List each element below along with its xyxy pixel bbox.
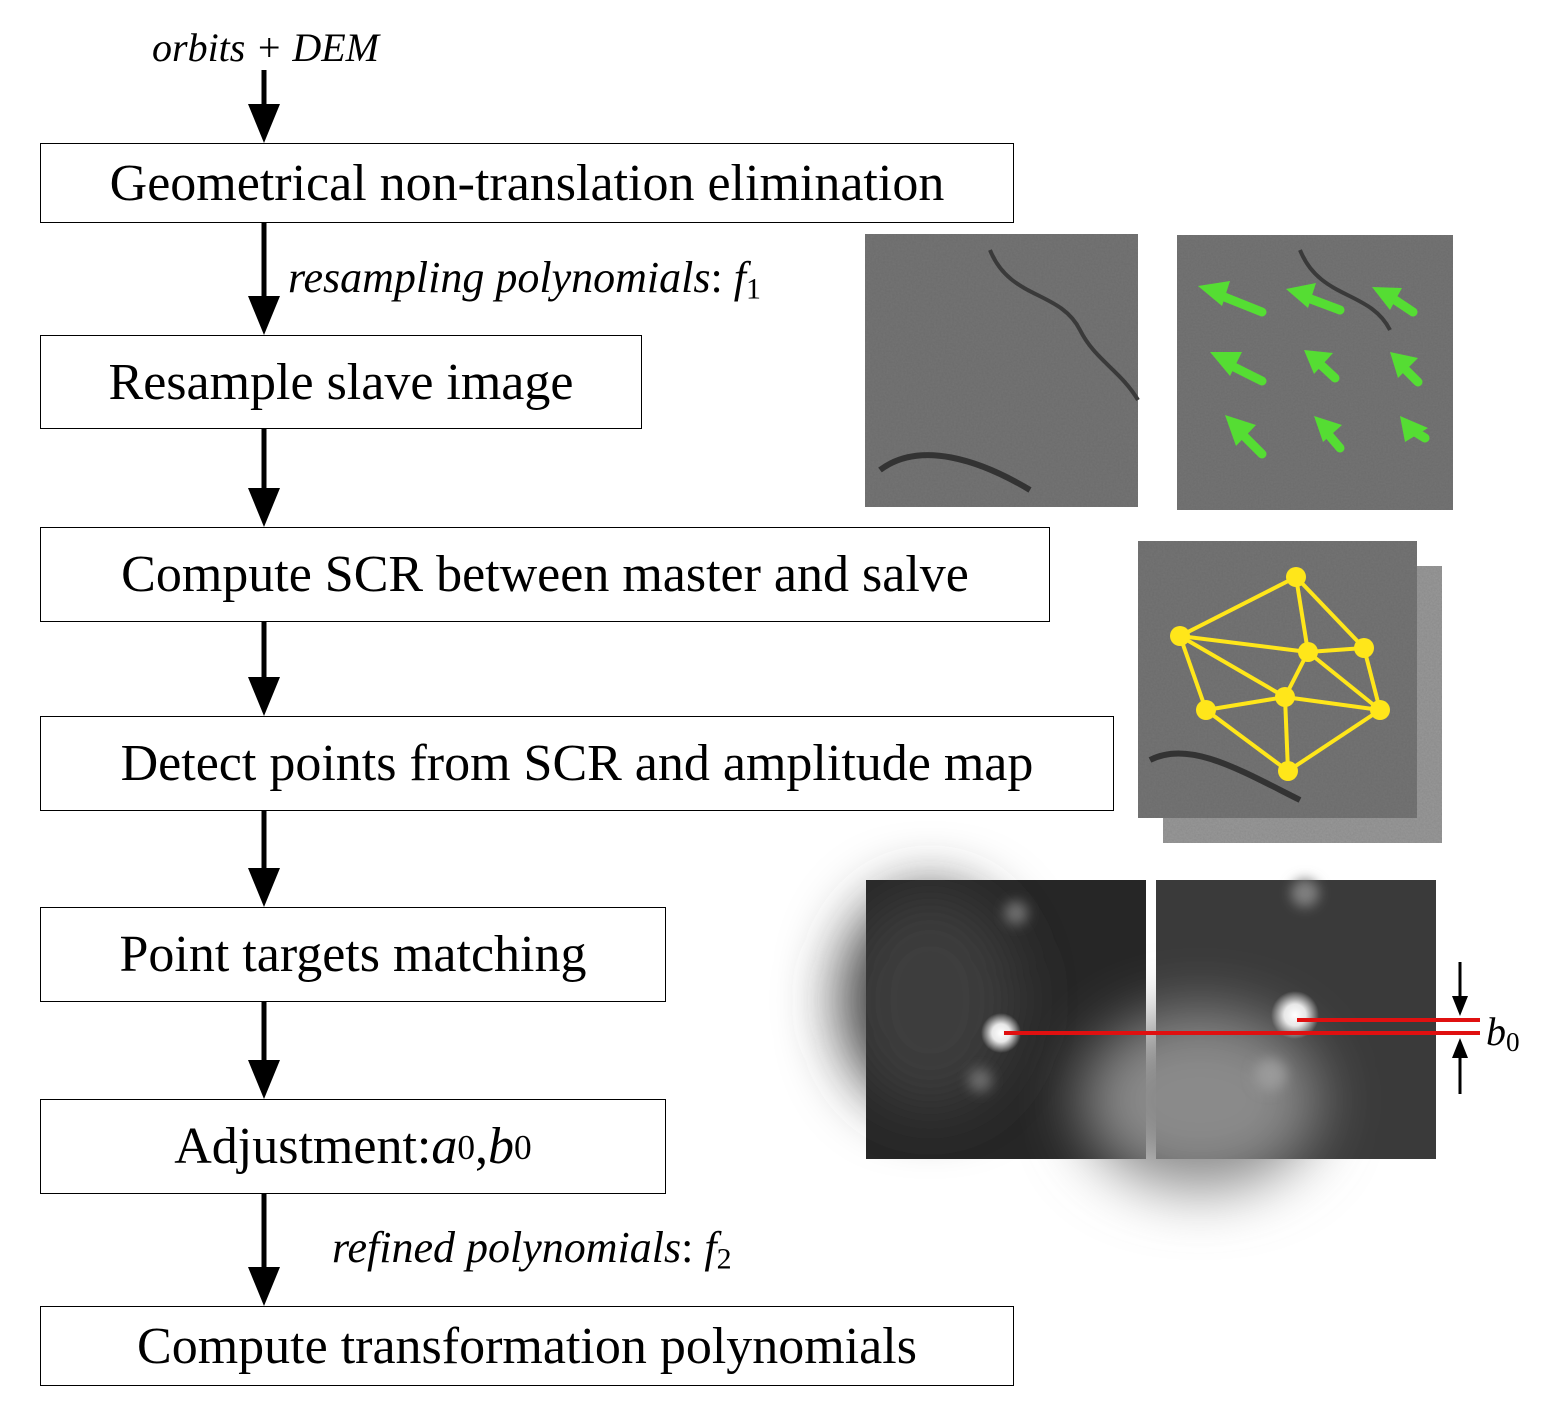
step-label: Point targets matching: [119, 926, 587, 983]
sar-image-slave-offsets: [1177, 235, 1453, 510]
matching-patch-master: [840, 880, 1146, 1159]
math-sep: ,: [475, 1118, 489, 1175]
offset-label: b0: [1486, 1009, 1520, 1057]
step-label: Geometrical non-translation elimination: [109, 154, 945, 212]
math-a: a: [431, 1118, 458, 1175]
step-resample-slave: Resample slave image: [40, 335, 642, 429]
edge-label-resampling: resampling polynomials: f1: [288, 253, 761, 306]
math-b: b: [488, 1118, 515, 1175]
step-label: Detect points from SCR and amplitude map: [120, 735, 1034, 792]
stacked-sar-network: [1138, 541, 1442, 843]
input-label: orbits + DEM: [152, 25, 379, 70]
step-point-matching: Point targets matching: [40, 907, 666, 1002]
step-detect-points: Detect points from SCR and amplitude map: [40, 716, 1114, 811]
offset-indicator: [1452, 962, 1468, 1094]
step-label: Resample slave image: [108, 353, 574, 411]
step-geometrical-elimination: Geometrical non-translation elimination: [40, 143, 1014, 223]
step-label: Adjustment:: [174, 1118, 432, 1175]
step-label: Compute transformation polynomials: [137, 1317, 917, 1375]
match-lines: [1004, 1018, 1480, 1035]
math-b-sub: 0: [514, 1126, 532, 1167]
step-label: Compute SCR between master and salve: [121, 546, 969, 603]
sar-image-master: [865, 234, 1140, 507]
math-a-sub: 0: [457, 1126, 476, 1167]
offset-arrows-icon: [1198, 281, 1430, 459]
flow-arrows: [248, 70, 280, 1306]
edge-label-refined: refined polynomials: f2: [332, 1223, 732, 1276]
step-compute-scr: Compute SCR between master and salve: [40, 527, 1050, 622]
step-compute-transformation: Compute transformation polynomials: [40, 1306, 1014, 1386]
